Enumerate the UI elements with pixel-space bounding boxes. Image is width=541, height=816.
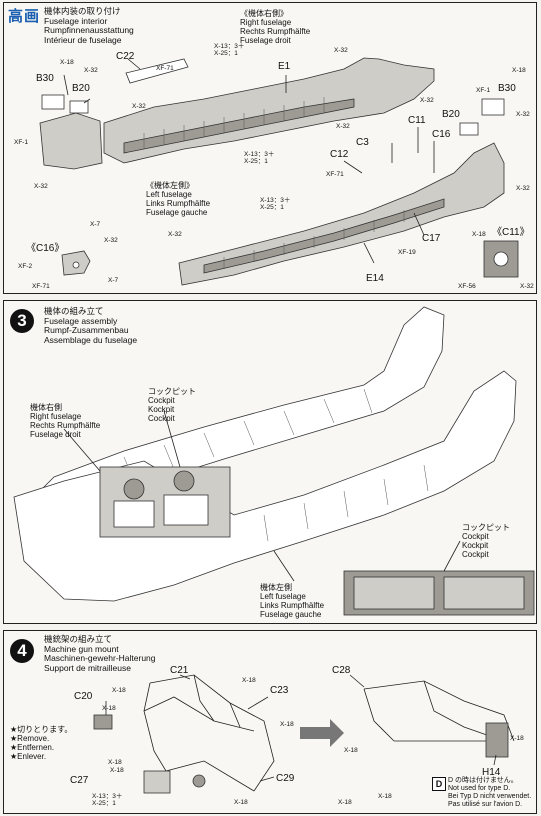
paint-code: X-18 — [280, 721, 294, 728]
paint-code: X-13：3＋ X-25：1 — [260, 197, 291, 211]
step-3-title: 機体の組み立て Fuselage assembly Rumpf-Zusammen… — [44, 306, 138, 345]
step-3-number: 3 — [10, 309, 34, 333]
step-2-panel: 高画 機体内装の取り付け Fuselage interior Rumpfinne… — [3, 2, 537, 294]
step-3-diagram — [13, 306, 535, 616]
paint-code: X-7 — [90, 221, 101, 228]
remove-note: ★切りとります。 ★Remove. ★Entfernen. ★Enlever. — [10, 725, 73, 761]
paint-code: X-18 — [110, 767, 124, 774]
part-b30-left — [41, 94, 65, 110]
paint-code: XF-1 — [476, 87, 491, 94]
part-label-c29: C29 — [276, 773, 295, 784]
paint-code: X-18 — [338, 799, 352, 806]
part-label-c16-detail: 《C16》 — [26, 243, 65, 254]
part-h14 — [485, 722, 509, 758]
left-fuselage-e14 — [178, 142, 505, 286]
part-label-c17: C17 — [422, 233, 441, 244]
paint-code: X-18 — [242, 677, 256, 684]
step-4-title: 機銃架の組み立て Machine gun mount Maschinen-gew… — [44, 634, 156, 673]
right-fuselage-label: 《機体右側》 Right fuselage Rechts Rumpfhälfte… — [240, 9, 311, 45]
part-label-e1: E1 — [278, 61, 291, 72]
paint-code: XF-2 — [18, 263, 33, 270]
part-label-c28: C28 — [332, 665, 351, 676]
step-arrow — [300, 719, 344, 747]
paint-code: X-32 — [104, 237, 118, 244]
part-label-c23: C23 — [270, 685, 289, 696]
part-label-c22: C22 — [116, 51, 135, 62]
paint-code: XF-19 — [398, 249, 416, 256]
part-label-b30-left: B30 — [36, 73, 54, 84]
paint-code: XF-1 — [14, 139, 29, 146]
part-b20-right — [459, 122, 479, 136]
part-label-c11-detail: 《C11》 — [492, 227, 530, 238]
paint-code: X-32 — [516, 111, 530, 118]
paint-code: X-18 — [512, 67, 526, 74]
paint-code: X-18 — [108, 759, 122, 766]
part-label-e14: E14 — [366, 273, 384, 284]
part-label-c3: C3 — [356, 137, 369, 148]
type-d-note: D の時は付けません。 Not used for type D. Bei Typ… — [448, 777, 532, 808]
left-fuselage-label: 機体左側 Left fuselage Links Rumpfhälfte Fus… — [260, 583, 325, 619]
step-4-number: 4 — [10, 639, 34, 663]
paint-code: X-18 — [112, 687, 126, 694]
gunner-figure — [173, 470, 195, 492]
paint-code: XF-71 — [326, 171, 344, 178]
paint-code: X-32 — [168, 231, 182, 238]
part-c27 — [143, 770, 171, 794]
paint-code: XF-56 — [458, 283, 476, 290]
part-label-b20-right: B20 — [442, 109, 460, 120]
watermark-logo: 高画 — [8, 8, 41, 25]
paint-code: X-32 — [334, 47, 348, 54]
right-fuselage-label: 機体右側 Right fuselage Rechts Rumpfhälfte F… — [30, 403, 101, 439]
part-label-c21: C21 — [170, 665, 189, 676]
part-label-b30-right: B30 — [498, 83, 516, 94]
part-label-c16: C16 — [432, 129, 451, 140]
paint-code: X-7 — [108, 277, 119, 284]
paint-code: XF-71 — [32, 283, 50, 290]
paint-code: X-13：3＋ X-25：1 — [214, 43, 245, 57]
part-label-c11: C11 — [408, 115, 426, 126]
cockpit-detail-label: コックピット Cockpit Kockpit Cockpit — [462, 523, 510, 559]
paint-code: X-32 — [516, 185, 530, 192]
left-fuselage-half — [13, 370, 517, 602]
cockpit-label: コックピット Cockpit Kockpit Cockpit — [148, 387, 196, 423]
paint-code: X-32 — [336, 123, 350, 130]
paint-code: X-18 — [378, 793, 392, 800]
left-fuselage-label: 《機体左側》 Left fuselage Links Rumpfhälfte F… — [146, 181, 211, 217]
paint-code: X-32 — [132, 103, 146, 110]
step-2-diagram — [39, 57, 519, 286]
step-4-diagram — [93, 674, 515, 794]
part-label-c20: C20 — [74, 691, 93, 702]
part-c29 — [192, 774, 206, 788]
paint-code: X-18 — [60, 59, 74, 66]
part-label-c12: C12 — [330, 149, 349, 160]
paint-code: X-18 — [102, 705, 116, 712]
part-c20 — [93, 714, 113, 730]
step-2-title: 機体内装の取り付け Fuselage interior Rumpfinnenau… — [44, 6, 134, 45]
step-3-panel: 3 機体の組み立て Fuselage assembly Rumpf-Zusamm… — [3, 300, 537, 624]
paint-code: XF-71 — [156, 65, 174, 72]
paint-code: X-18 — [344, 747, 358, 754]
paint-code: X-13：3＋ X-25：1 — [92, 793, 123, 807]
pilot-figure — [123, 478, 145, 500]
part-c22 — [125, 58, 189, 84]
part-b30-right — [481, 98, 505, 116]
paint-code: X-18 — [510, 735, 524, 742]
part-label-h14: H14 — [482, 767, 501, 778]
paint-code: X-32 — [84, 67, 98, 74]
paint-code: X-32 — [420, 97, 434, 104]
paint-code: X-18 — [472, 231, 486, 238]
paint-code: X-18 — [234, 799, 248, 806]
part-label-b20-left: B20 — [72, 83, 90, 94]
part-label-c27: C27 — [70, 775, 89, 786]
gun-mount-assembly — [143, 674, 275, 792]
paint-code: X-32 — [520, 283, 534, 290]
type-d-label: D — [432, 777, 446, 791]
part-b20-left — [69, 100, 89, 114]
paint-code: X-32 — [34, 183, 48, 190]
paint-code: X-13：3＋ X-25：1 — [244, 151, 275, 165]
step-4-panel: 4 機銃架の組み立て Machine gun mount Maschinen-g… — [3, 630, 537, 814]
